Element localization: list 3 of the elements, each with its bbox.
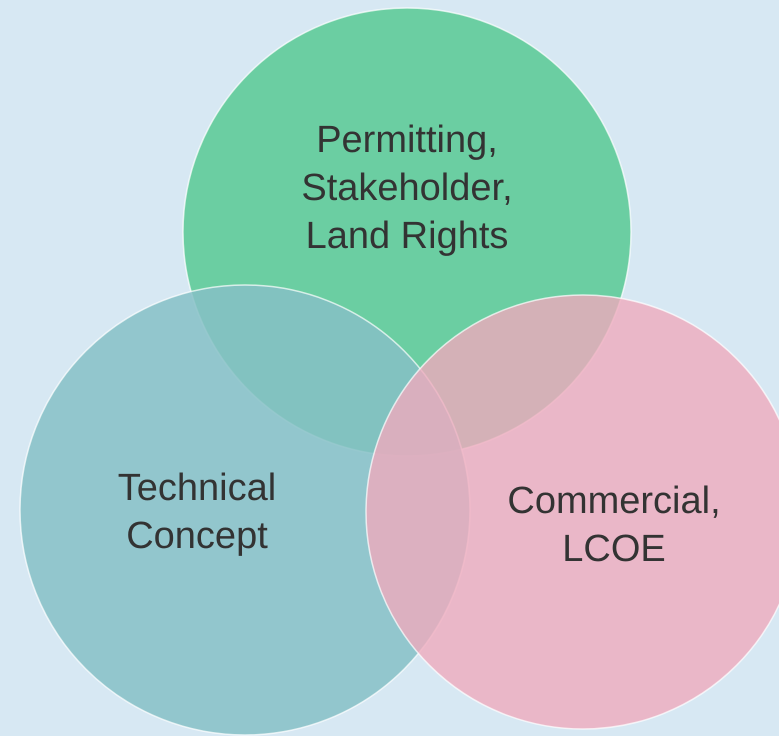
circle-label: Permitting, Stakeholder, Land Rights: [300, 118, 514, 259]
circle-label: Technical Concept: [116, 466, 278, 559]
circle-label: Commercial, LCOE: [506, 479, 722, 572]
